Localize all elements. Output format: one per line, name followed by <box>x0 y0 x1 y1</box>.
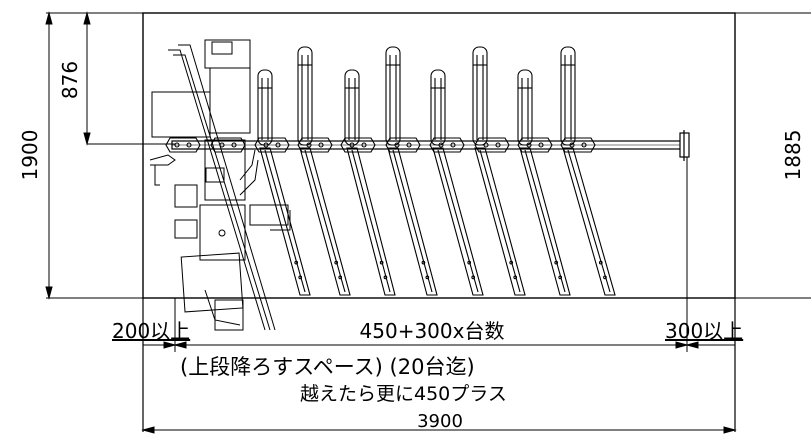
lowering-space-frame <box>142 298 736 432</box>
dimension-1885 <box>735 12 811 299</box>
rail-clamp <box>429 137 465 153</box>
rail-clamp-bolt <box>406 142 412 148</box>
lower-slot-frame <box>346 147 396 296</box>
lower-slot-hole <box>509 260 514 265</box>
rail-clamp-bolt <box>361 142 367 148</box>
dimension-row-1 <box>143 145 735 352</box>
lower-slot-hole <box>334 260 339 265</box>
upper-slot-frame <box>257 69 273 146</box>
lower-slot-frame <box>474 147 526 296</box>
lower-slot-frame <box>519 147 571 296</box>
lower-slot-hole <box>598 260 603 265</box>
lower-slot-frame <box>299 147 351 296</box>
upper-slot-frame <box>385 46 401 146</box>
lower-slot-hole <box>298 275 303 280</box>
upper-slot-frame <box>430 69 446 146</box>
rail-clamp <box>385 137 421 153</box>
outer-frame <box>142 12 736 299</box>
lowered-upper-unit <box>149 39 291 331</box>
lower-slot-hole <box>383 275 388 280</box>
dimension-label-1900: 1900 <box>18 130 42 181</box>
upper-slot-frame <box>472 46 488 146</box>
rail-clamp-bolt <box>349 142 355 148</box>
lower-slot-hole <box>558 275 563 280</box>
rail-clamp-bolt <box>538 142 544 148</box>
lower-slot-frame <box>562 147 616 296</box>
lower-slot-center-line <box>304 149 346 293</box>
lower-slot-hole <box>379 260 384 265</box>
upper-slot-frame <box>297 46 313 146</box>
upper-slot-frame <box>344 69 360 146</box>
rail-clamp-bolt <box>581 142 587 148</box>
rail-clamp <box>517 137 553 153</box>
lower-slot-hole <box>467 260 472 265</box>
rail-clamp <box>560 137 596 153</box>
dimension-label-200: 200以上 <box>112 319 190 343</box>
lower-slot-center-line <box>524 149 566 293</box>
dimension-label-876: 876 <box>58 61 82 99</box>
lower-slot-center-line <box>264 149 306 293</box>
note-lowering-space: (上段降ろすスペース) (20台迄) <box>180 355 475 379</box>
dimension-1900 <box>45 11 143 300</box>
rail-clamp <box>210 137 246 153</box>
rail-clamp-bolt <box>275 142 281 148</box>
lower-slot-hole <box>425 275 430 280</box>
lower-slot-frame <box>432 147 484 296</box>
rail-clamp-bolt <box>318 142 324 148</box>
dimension-label-3900: 3900 <box>417 411 463 432</box>
lower-slot-center-line <box>351 149 391 293</box>
rail-clamp-bolt <box>263 142 269 148</box>
rail-clamp-bolt <box>526 142 532 148</box>
lower-slot-center-line <box>567 149 611 293</box>
rail-clamp-bolt <box>186 142 192 148</box>
rail-clamp-bolt <box>394 142 400 148</box>
rail-clamp-bolt <box>495 142 501 148</box>
rail-clamp <box>297 137 333 153</box>
lower-slot-hole <box>421 260 426 265</box>
lower-slot-hole <box>603 275 607 280</box>
rail-clamp <box>474 137 510 153</box>
bicycle-slots <box>165 46 616 296</box>
upper-slot-frame <box>560 46 576 146</box>
rail-clamp-bolt <box>174 142 180 148</box>
lower-slot-frame <box>259 147 311 296</box>
lower-slot-center-line <box>479 149 521 293</box>
rail-clamp-bolt <box>438 142 444 148</box>
dimension-label-1885: 1885 <box>781 130 805 181</box>
rail-clamp <box>254 137 290 153</box>
lower-slot-center-line <box>392 149 433 293</box>
lower-slot-frame <box>387 147 438 296</box>
note-extra-450: 越えたら更に450プラス <box>300 383 507 405</box>
lower-slot-hole <box>554 260 559 265</box>
dimension-label-center: 450+300x台数 <box>360 319 505 343</box>
lower-slot-hole <box>471 275 476 280</box>
dimension-3900 <box>141 426 737 434</box>
rail-clamp-bolt <box>483 142 489 148</box>
rail-clamp-bolt <box>231 142 237 148</box>
rail-clamp-bolt <box>569 142 575 148</box>
lower-slot-hole <box>294 260 299 265</box>
rail-clamp <box>165 137 201 153</box>
rail-clamp-bolt <box>306 142 312 148</box>
lower-slot-hole <box>338 275 343 280</box>
dimension-876 <box>83 11 175 146</box>
rail-clamp-bolt <box>450 142 456 148</box>
center-rail <box>171 130 690 161</box>
dimension-label-300: 300以上 <box>665 319 743 343</box>
lower-slot-center-line <box>437 149 479 293</box>
lower-slot-hole <box>513 275 518 280</box>
rail-clamp <box>340 137 376 153</box>
upper-slot-frame <box>517 69 533 146</box>
